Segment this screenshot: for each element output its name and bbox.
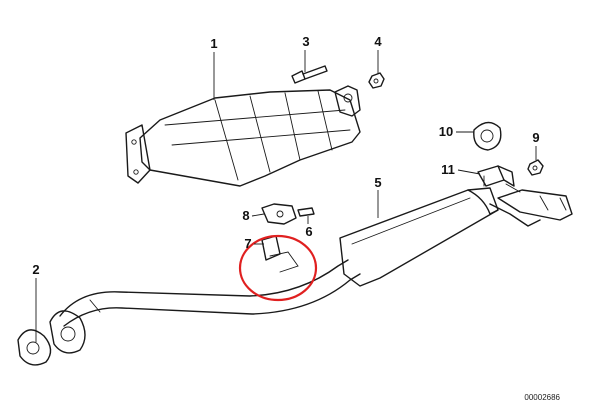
rear-muffler <box>339 187 573 287</box>
leader-lines <box>35 50 537 342</box>
rubber-mount <box>261 235 299 273</box>
front-pipe <box>59 259 361 327</box>
callout-4: 4 <box>374 34 382 49</box>
callout-3: 3 <box>302 34 309 49</box>
front-hanger-clamp <box>261 203 315 225</box>
nut-right <box>527 159 544 176</box>
callout-5: 5 <box>374 175 381 190</box>
bolt <box>291 65 328 84</box>
rear-bracket <box>477 165 521 193</box>
nut <box>368 72 385 89</box>
callout-6: 6 <box>305 224 312 239</box>
callout-1: 1 <box>210 36 217 51</box>
callout-9: 9 <box>532 130 539 145</box>
callout-2: 2 <box>32 262 39 277</box>
callout-8: 8 <box>242 208 249 223</box>
front-flange <box>17 310 86 366</box>
callout-labels: 1 2 3 4 5 6 7 8 9 10 11 <box>32 34 539 277</box>
callout-11: 11 <box>441 162 455 177</box>
callout-10: 10 <box>439 124 453 139</box>
callout-7: 7 <box>244 236 251 251</box>
catalytic-converter <box>125 85 361 187</box>
reference-number: 00002686 <box>524 393 560 402</box>
highlight-circle <box>238 234 318 302</box>
gasket <box>473 121 502 151</box>
